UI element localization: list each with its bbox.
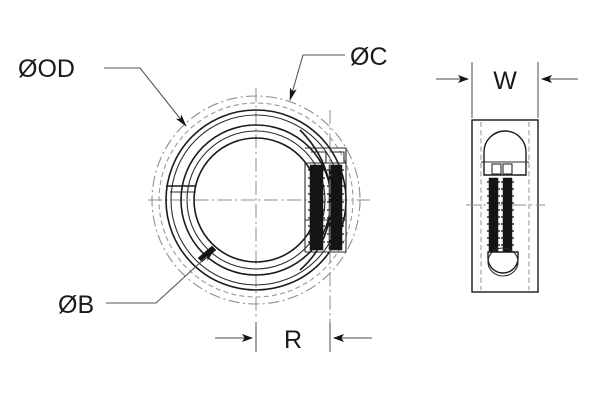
- screw-1-threads: [308, 169, 325, 243]
- callout-leaders: [104, 54, 345, 304]
- screw-end-circle: [487, 247, 519, 277]
- upper-screw-counterbore-outline: [311, 151, 327, 163]
- upper-screw-counterbore-outline-2: [331, 151, 345, 163]
- side-view: [466, 119, 545, 293]
- r-dimension-label: R: [284, 326, 302, 354]
- side-view-screw-head-group: [481, 130, 529, 176]
- b-leader-line: [106, 249, 215, 304]
- collar-bore-chamfer-circle: [186, 130, 326, 270]
- body-arcs-behind-screws: [299, 129, 332, 271]
- side-view-hidden-lines: [480, 122, 530, 290]
- cap-screw-pair-front: [308, 164, 344, 251]
- b-callout-label: ØB: [58, 291, 94, 319]
- od-callout-label: ØOD: [18, 55, 75, 83]
- w-dimension-label: W: [493, 67, 517, 95]
- boss-blend-arc: [299, 129, 332, 271]
- side-screw-threads: [487, 181, 514, 246]
- r-dimension-group: [215, 322, 372, 352]
- side-view-screw-shank-group: [487, 177, 514, 253]
- w-dimension-group: [436, 62, 578, 118]
- side-view-screw-end-group: [487, 247, 519, 277]
- od-leader-line: [104, 67, 187, 127]
- od-phantom-circle: [151, 95, 361, 305]
- screw-head-outline: [483, 130, 527, 176]
- hex-socket-facet-center: [502, 163, 513, 175]
- c-leader-line: [289, 54, 345, 101]
- od-hidden-circle: [158, 102, 354, 298]
- hex-socket-facet-left: [491, 163, 502, 175]
- c-callout-label: ØC: [350, 43, 388, 71]
- front-view: [148, 88, 370, 322]
